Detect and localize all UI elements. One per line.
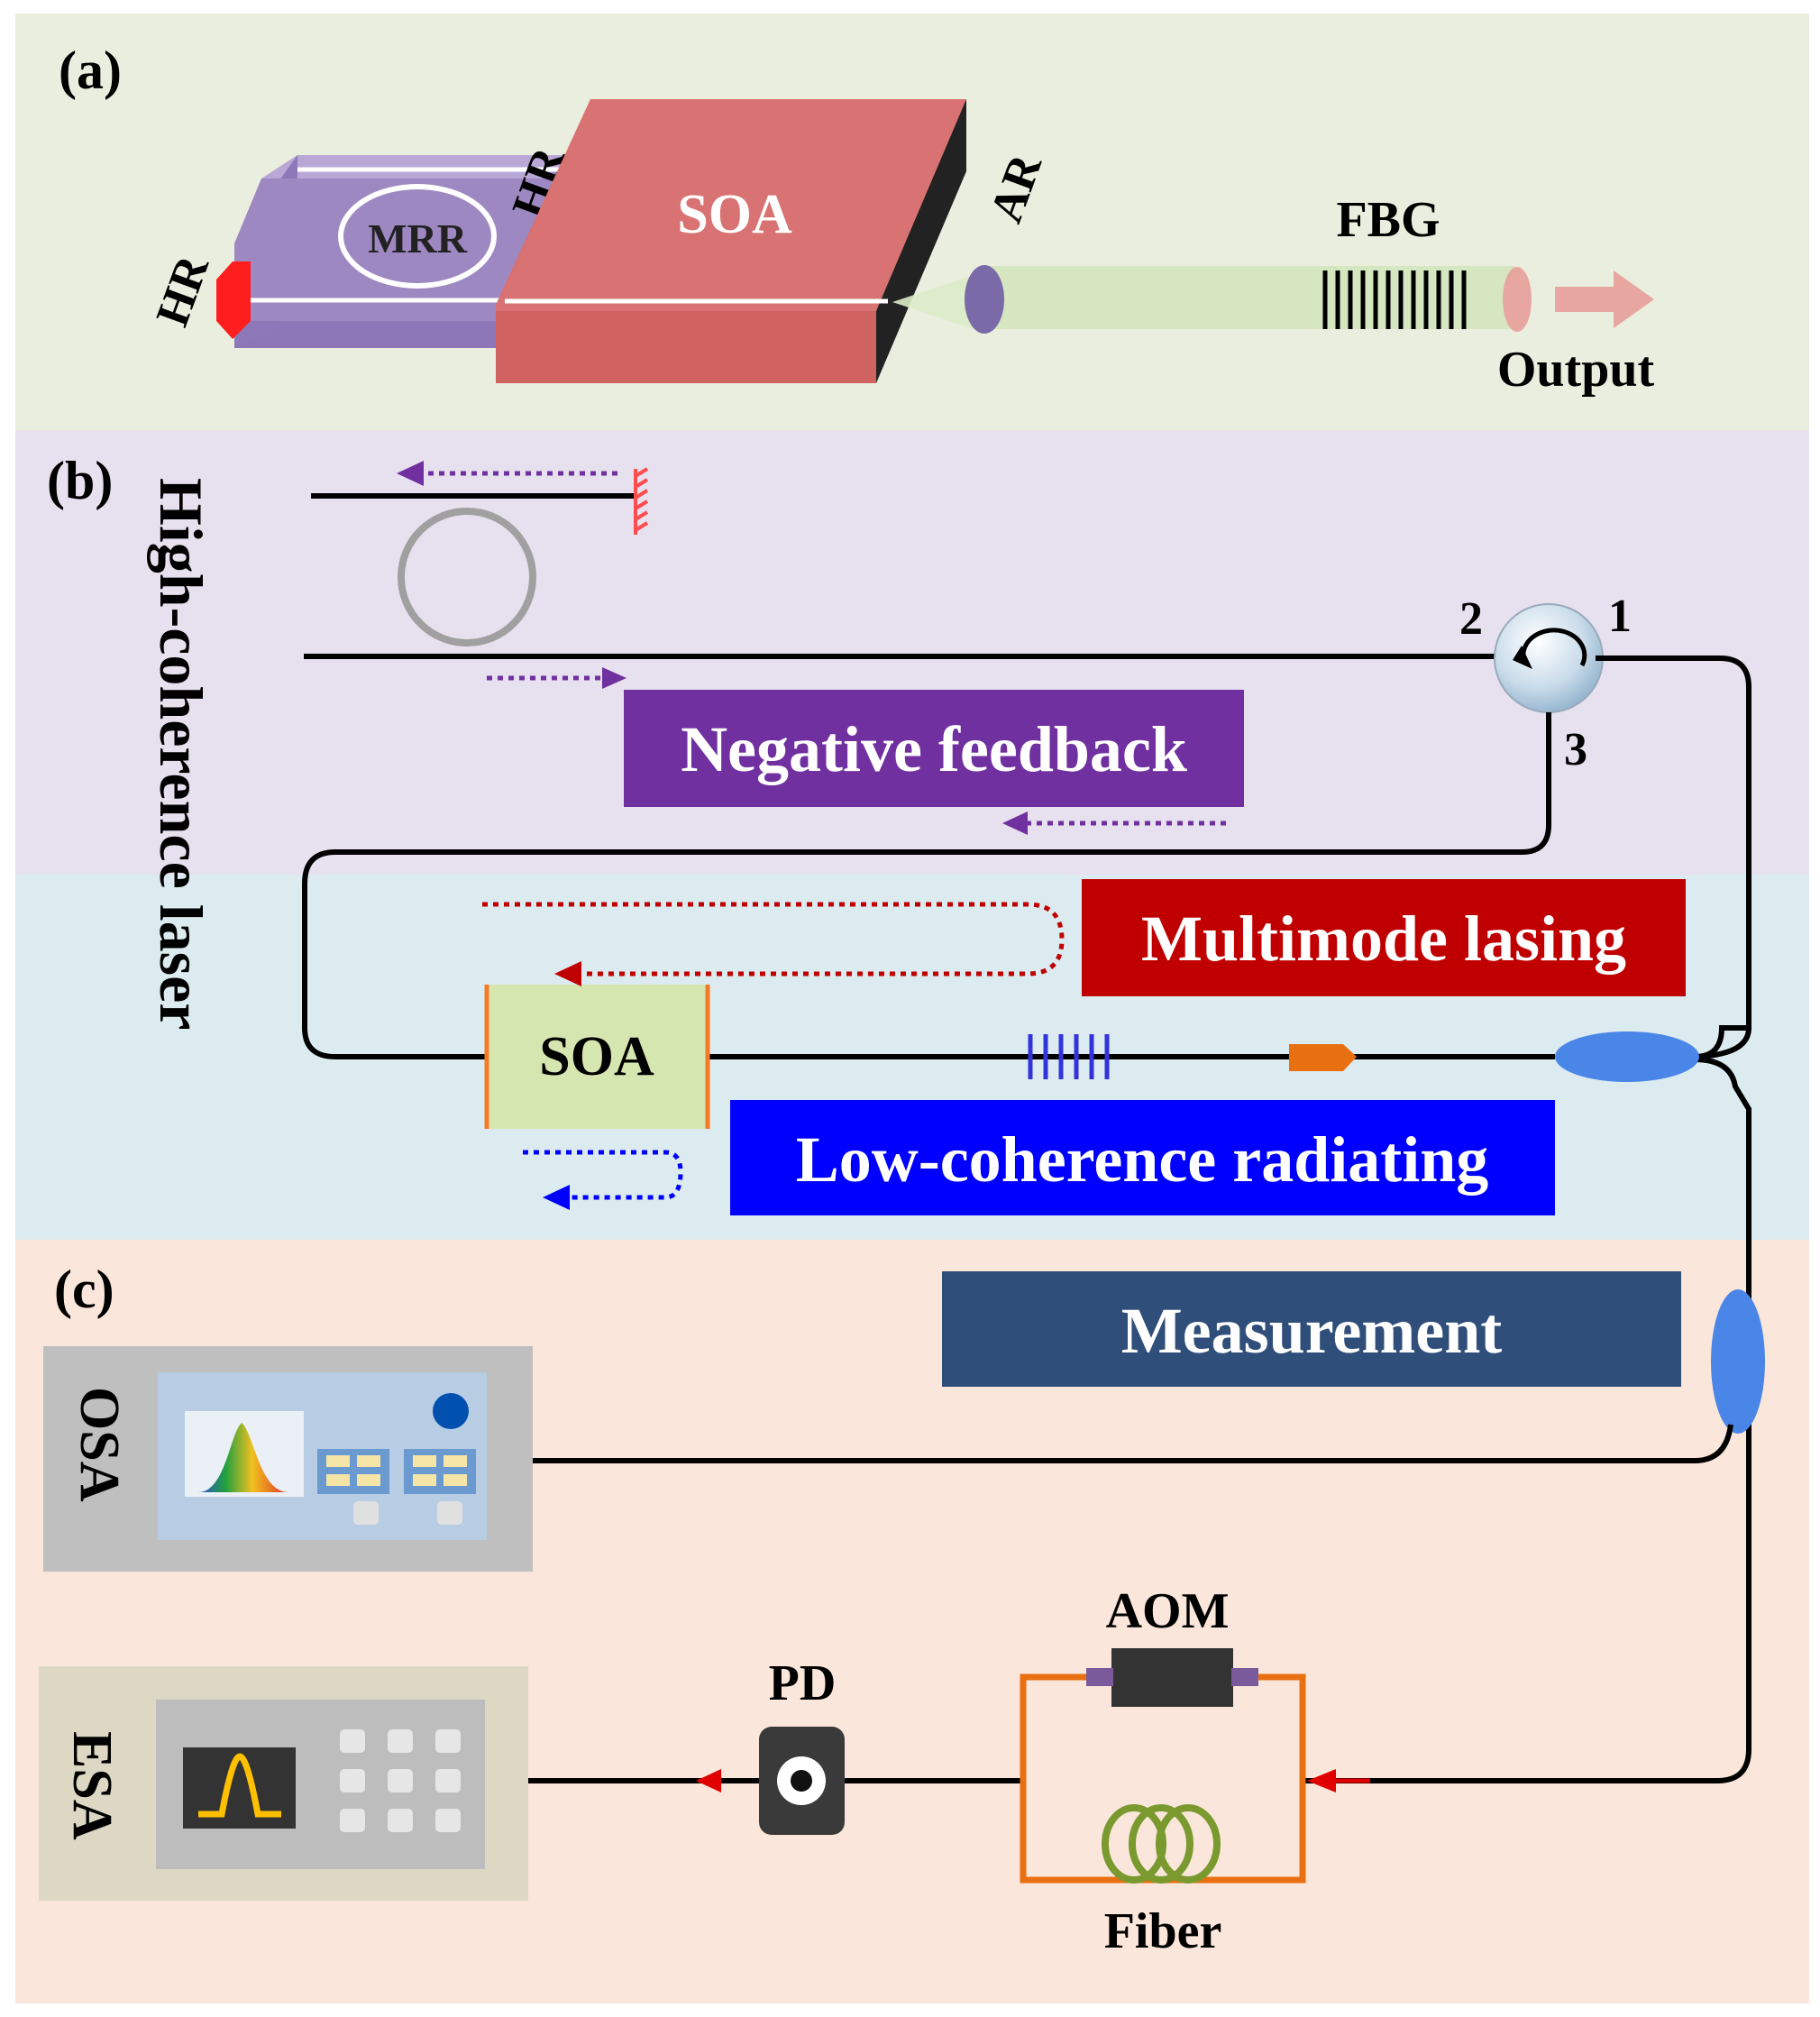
soa-box: [487, 985, 708, 1129]
output-beam-cone: [892, 275, 974, 329]
measurement-label: Measurement: [1121, 1295, 1503, 1367]
port-1-label: 1: [1608, 591, 1632, 642]
osa-knob-icon[interactable]: [433, 1393, 469, 1429]
fiber-label: Fiber: [1104, 1903, 1222, 1959]
low-coherence-arrowhead: [543, 1185, 570, 1210]
aom-icon: [1111, 1648, 1233, 1707]
fbg-grating-icon: [1322, 270, 1467, 329]
coupler-1-icon: [1555, 1031, 1699, 1082]
port-2-label: 2: [1459, 593, 1483, 645]
multimode-lasing-box: [1082, 879, 1686, 996]
osa-button-2[interactable]: [437, 1501, 462, 1525]
mrr-label: MRR: [368, 215, 468, 261]
spectrum-icon: [198, 1423, 288, 1492]
circulator-arrowhead: [1513, 646, 1532, 669]
fiber-pigtail: [983, 266, 1514, 329]
fbg-label: FBG: [1336, 192, 1440, 248]
panel-a-tag: (a): [59, 41, 122, 100]
output-label: Output: [1497, 342, 1655, 398]
low-coherence-label: Low-coherence radiating: [796, 1123, 1489, 1196]
panel-c-tag: (c): [54, 1260, 114, 1319]
osa-button-1[interactable]: [353, 1501, 379, 1525]
low-coherence-path: [523, 1150, 683, 1200]
output-arrow-icon: [1555, 270, 1654, 328]
multimode-arrowhead: [554, 961, 581, 986]
aom-port-left: [1086, 1668, 1113, 1686]
fiber-coupler-join: [1694, 1025, 1749, 1059]
aom-port-right: [1231, 1668, 1258, 1686]
feedback-arrowhead-mid: [602, 667, 626, 689]
hr-left-facet: [216, 261, 251, 339]
esa-keypad[interactable]: [340, 1729, 461, 1832]
mirror-icon: [634, 467, 649, 535]
port-3-label: 3: [1564, 724, 1587, 775]
soa-chip-label: SOA: [677, 184, 792, 245]
mrr-chip: [234, 155, 577, 348]
osa-keypad-left[interactable]: [317, 1449, 389, 1494]
soa-chip: [496, 99, 966, 383]
multimode-path: [482, 902, 1065, 976]
circulator-arrow-icon: [1521, 628, 1587, 667]
multimode-lasing-label: Multimode lasing: [1141, 903, 1626, 975]
pd-aperture-core: [791, 1770, 812, 1792]
feedback-arrowhead-top: [397, 461, 424, 486]
pd-label: PD: [769, 1655, 837, 1711]
aom-label: AOM: [1106, 1583, 1230, 1639]
fiber-coil-icon: [1102, 1804, 1221, 1884]
isolator-icon: [1289, 1044, 1357, 1071]
negative-feedback-label: Negative feedback: [681, 713, 1187, 785]
negative-feedback-box: [624, 690, 1244, 807]
esa-label: ESA: [61, 1731, 123, 1840]
peak-icon: [198, 1753, 281, 1818]
measurement-box: [942, 1271, 1681, 1387]
coupler-2-icon: [1711, 1289, 1765, 1434]
fiber-port3-loop: [302, 712, 1551, 1059]
soa-box-label: SOA: [539, 1026, 654, 1087]
low-coherence-box: [730, 1100, 1555, 1215]
microring-icon: [398, 508, 536, 646]
red-arrowhead-input: [1307, 1769, 1336, 1792]
red-arrowhead-esa: [696, 1769, 721, 1792]
output-end-icon: [1503, 267, 1532, 332]
osa-label: OSA: [69, 1387, 130, 1502]
mrr-ring-icon: [338, 184, 497, 289]
fiber-to-osa: [532, 1424, 1733, 1463]
panel-b-vertical-title: High-coherence laser: [147, 478, 215, 1030]
panel-b-tag: (b): [47, 451, 113, 510]
lens-icon: [965, 265, 1004, 334]
feedback-arrowhead-low: [1002, 811, 1028, 835]
fbg-icon: [1028, 1034, 1110, 1079]
osa-keypad-right[interactable]: [404, 1449, 476, 1494]
